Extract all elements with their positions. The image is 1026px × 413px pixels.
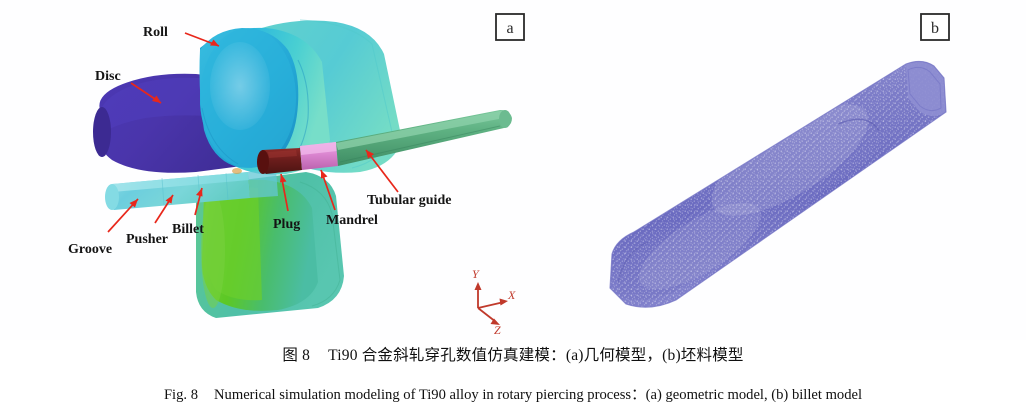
caption-chinese-figno: 图 8 xyxy=(282,347,311,364)
contact-spot xyxy=(232,168,242,174)
label-plug: Plug xyxy=(273,217,300,232)
panel-tag-b-text: b xyxy=(931,20,939,37)
axis-label-z: Z xyxy=(494,323,501,337)
label-mandrel: Mandrel xyxy=(326,213,378,228)
caption-english-figno: Fig. 8 xyxy=(163,387,198,403)
label-groove: Groove xyxy=(68,242,112,257)
tubular-guide-rod xyxy=(336,110,512,166)
axis-label-y: Y xyxy=(472,267,480,281)
leader-arrows xyxy=(107,32,399,233)
plug-body xyxy=(257,148,302,174)
roll-upper-body xyxy=(199,27,330,175)
caption-chinese: 图 8 Ti90 合金斜轧穿孔数值仿真建模：(a)几何模型，(b)坯料模型 xyxy=(0,343,1026,365)
label-roll: Roll xyxy=(143,25,168,40)
roll-lower-body xyxy=(196,172,344,318)
billet-end-cap xyxy=(906,61,946,116)
arrow-tubular-guide xyxy=(365,149,399,193)
label-billet: Billet xyxy=(172,222,204,237)
panel-a-geometric-model: Roll Disc Groove Pusher Billet Plug Mand… xyxy=(68,13,525,337)
label-pusher: Pusher xyxy=(126,232,168,247)
caption-english-text: Numerical simulation modeling of Ti90 al… xyxy=(214,387,863,403)
axis-label-x: X xyxy=(507,288,516,302)
panel-tag-b: b xyxy=(920,13,950,41)
billet-outline xyxy=(609,60,947,308)
caption-chinese-text: Ti90 合金斜轧穿孔数值仿真建模：(a)几何模型，(b)坯料模型 xyxy=(328,347,744,364)
label-tubular-guide: Tubular guide xyxy=(367,193,451,208)
figure-image-area: Roll Disc Groove Pusher Billet Plug Mand… xyxy=(68,13,950,337)
mandrel-body xyxy=(300,142,338,170)
panel-tag-a-text: a xyxy=(506,20,513,37)
panel-tag-a: a xyxy=(495,13,525,41)
label-disc: Disc xyxy=(95,69,121,84)
coordinate-axes-triad: Y X Z xyxy=(472,267,516,337)
billet-pusher-groove-bar xyxy=(105,169,278,210)
caption-english: Fig. 8 Numerical simulation modeling of T… xyxy=(0,383,1026,404)
